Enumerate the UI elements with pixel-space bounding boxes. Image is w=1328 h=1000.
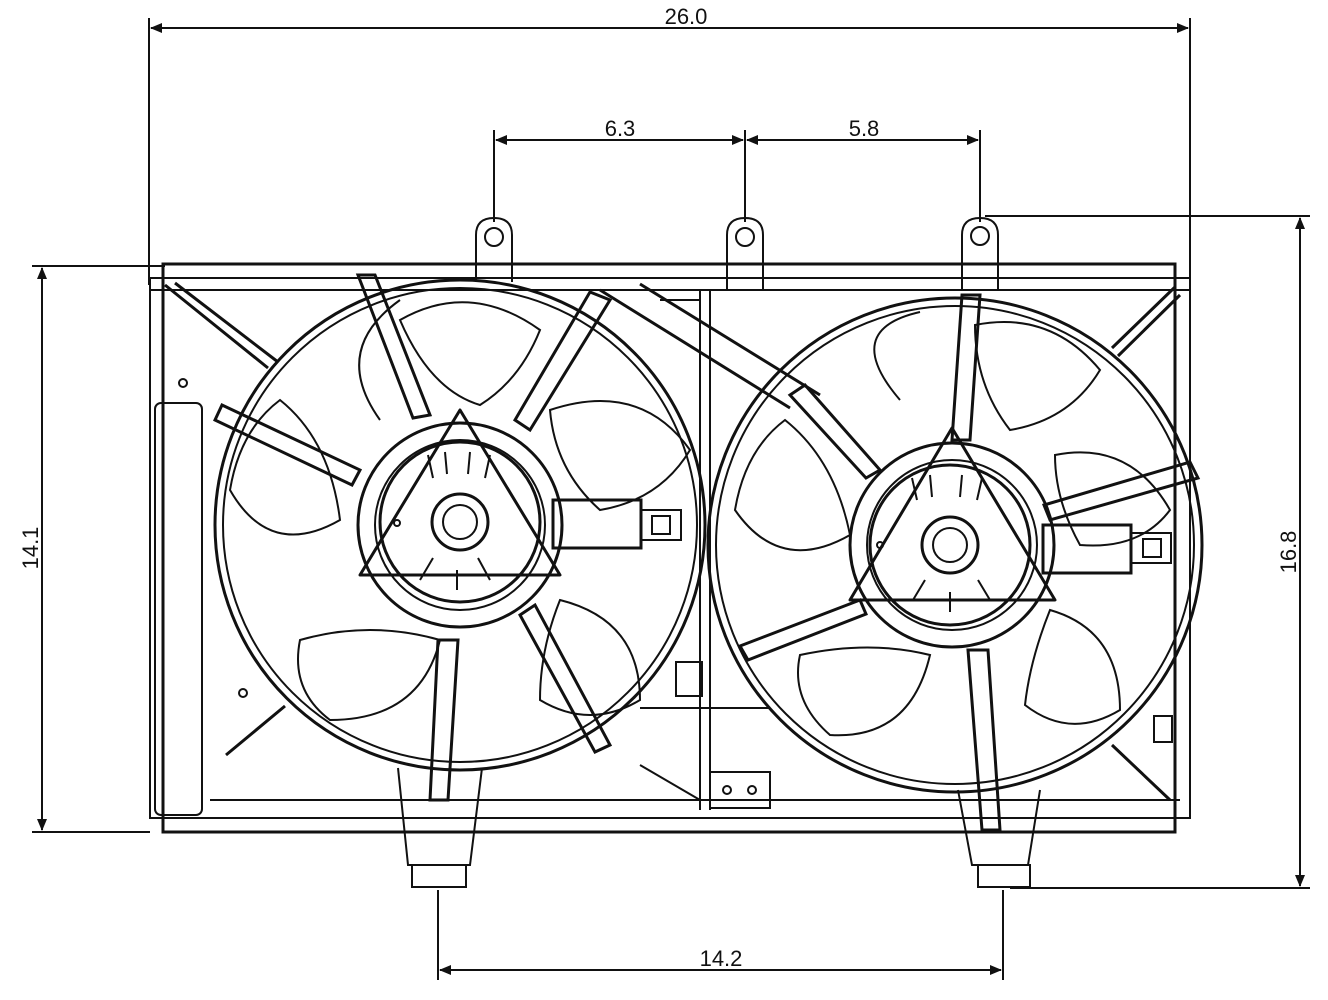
right-fan-spokes: [737, 293, 1201, 832]
right-fan-connector: [1041, 523, 1172, 575]
right-mount-spacing-label: 5.8: [849, 116, 880, 141]
overall-width-label: 26.0: [665, 4, 708, 29]
motor-mount-spacing-label: 14.2: [700, 946, 743, 971]
right-fan-hub-ring: [848, 441, 1056, 649]
left-mount-spacing-label: 6.3: [605, 116, 636, 141]
dimension-lines: [32, 18, 1310, 980]
left-fan-spokes: [213, 273, 613, 802]
shroud-height-label: 14.1: [18, 527, 43, 570]
overall-height-label: 16.8: [1276, 531, 1301, 574]
left-fan-ring: [213, 278, 707, 772]
left-fan-hub-ring: [356, 421, 564, 629]
right-fan-shaft: [920, 515, 980, 575]
right-fan: [706, 293, 1204, 832]
left-fan-blades: [228, 299, 692, 722]
left-fan: [213, 273, 707, 802]
left-fan-shaft: [430, 492, 490, 552]
right-fan-motor: [868, 463, 1032, 627]
shroud-frame: [149, 216, 1191, 888]
right-fan-ring: [706, 296, 1204, 794]
left-fan-motor: [378, 440, 542, 604]
left-fan-connector: [551, 498, 682, 550]
